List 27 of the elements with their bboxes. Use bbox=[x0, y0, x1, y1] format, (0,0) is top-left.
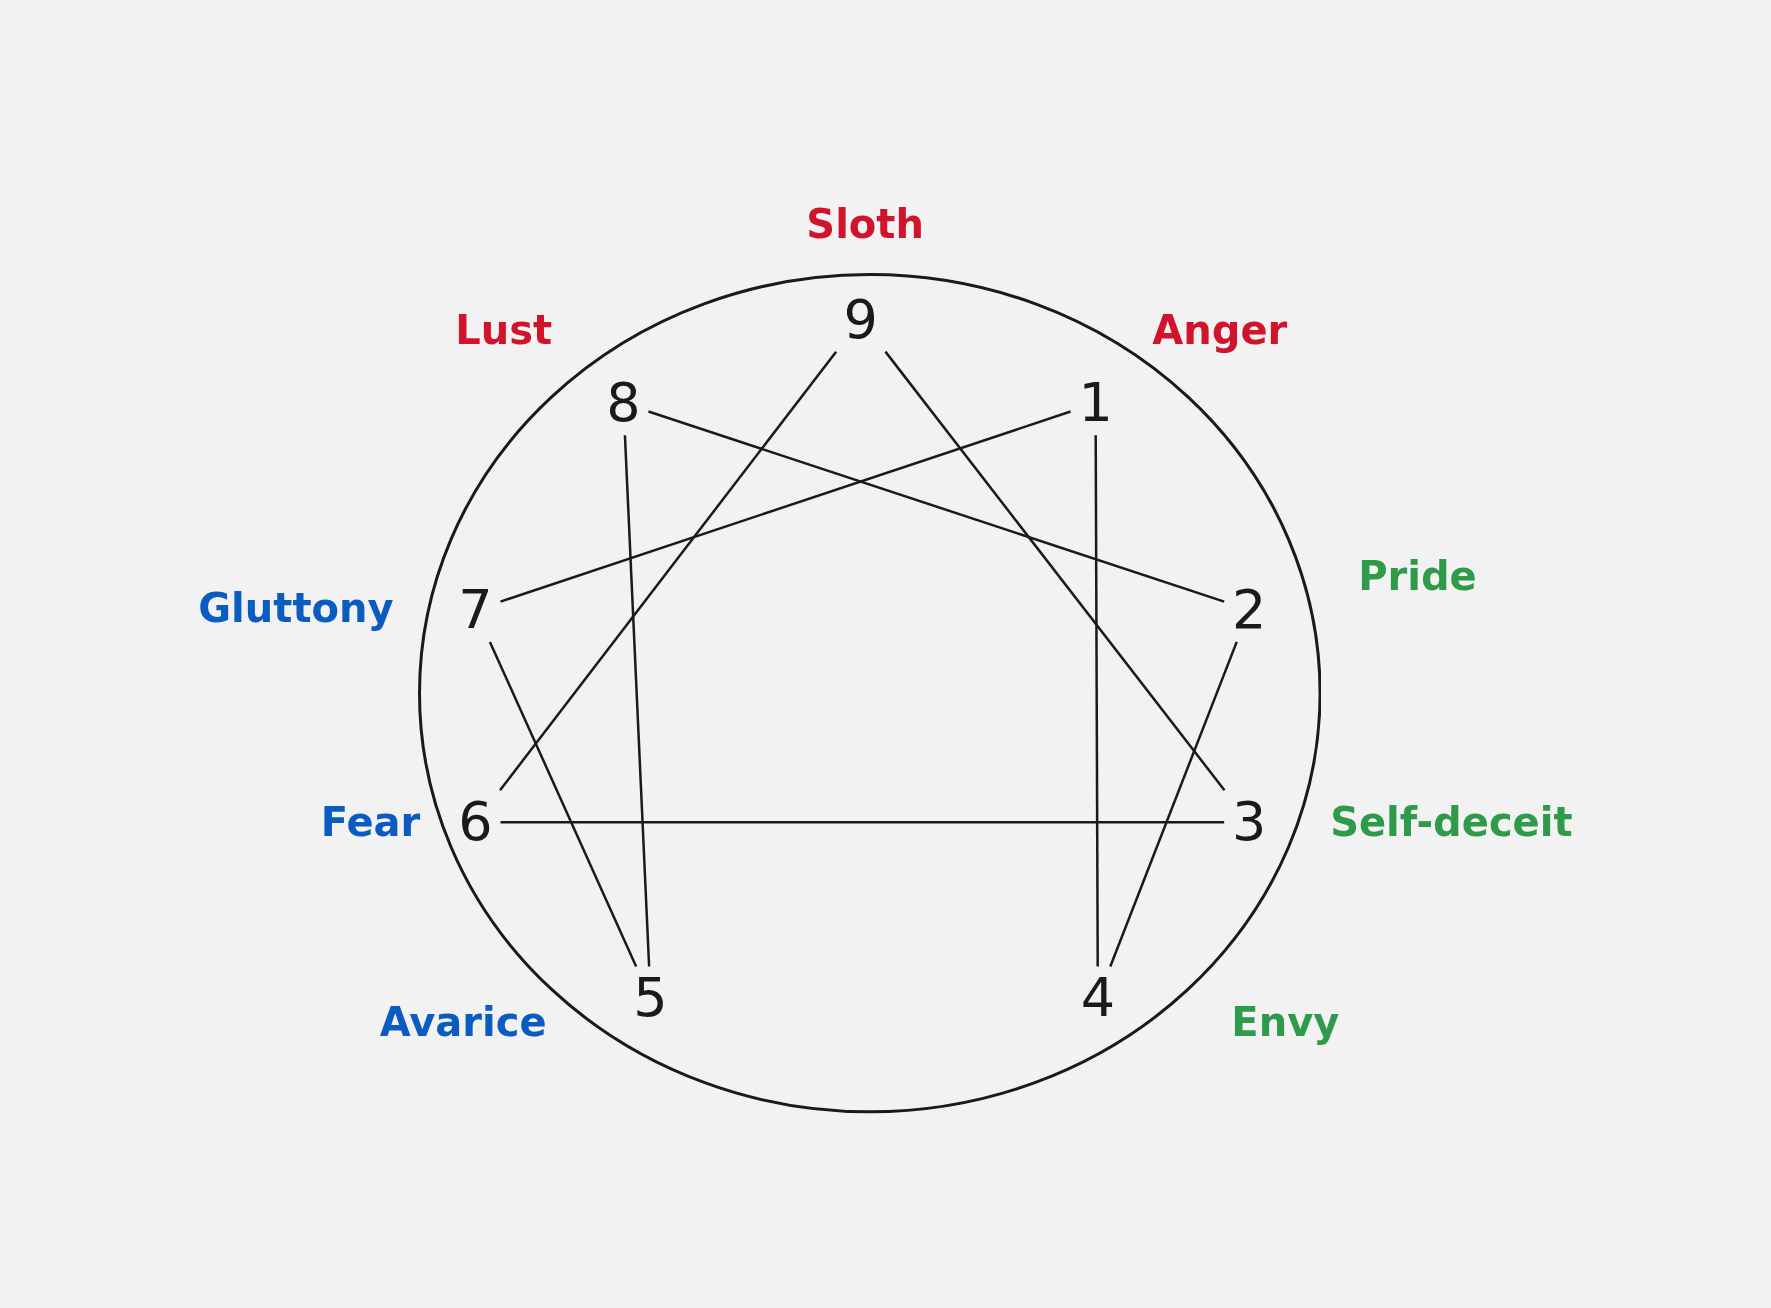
connecting-line bbox=[884, 350, 1226, 791]
vice-label: Pride bbox=[1358, 553, 1477, 599]
connecting-line bbox=[500, 821, 1225, 824]
connecting-line bbox=[623, 435, 651, 967]
connecting-line bbox=[648, 410, 1225, 603]
vice-label: Anger bbox=[1152, 306, 1288, 353]
point-number: 3 bbox=[1224, 792, 1275, 853]
point-number: 2 bbox=[1224, 579, 1275, 640]
vice-label: Sloth bbox=[806, 200, 924, 247]
connecting-line bbox=[499, 350, 838, 791]
point-number: 5 bbox=[625, 968, 676, 1029]
vice-label: Fear bbox=[320, 799, 421, 846]
connecting-line bbox=[500, 410, 1071, 603]
point-number: 7 bbox=[450, 579, 501, 640]
connecting-line bbox=[1094, 435, 1099, 967]
vice-label: Avarice bbox=[379, 999, 547, 1046]
point-number: 9 bbox=[835, 289, 886, 350]
vice-label: Lust bbox=[455, 306, 553, 353]
point-number: 8 bbox=[598, 373, 649, 434]
point-number: 1 bbox=[1070, 373, 1121, 434]
point-number: 4 bbox=[1072, 968, 1123, 1029]
point-number: 6 bbox=[450, 792, 501, 853]
vice-label: Envy bbox=[1231, 999, 1340, 1046]
connecting-line bbox=[1109, 641, 1238, 967]
vice-label: Self-deceit bbox=[1330, 799, 1573, 846]
vice-label: Gluttony bbox=[198, 584, 394, 631]
connecting-line bbox=[488, 641, 638, 967]
